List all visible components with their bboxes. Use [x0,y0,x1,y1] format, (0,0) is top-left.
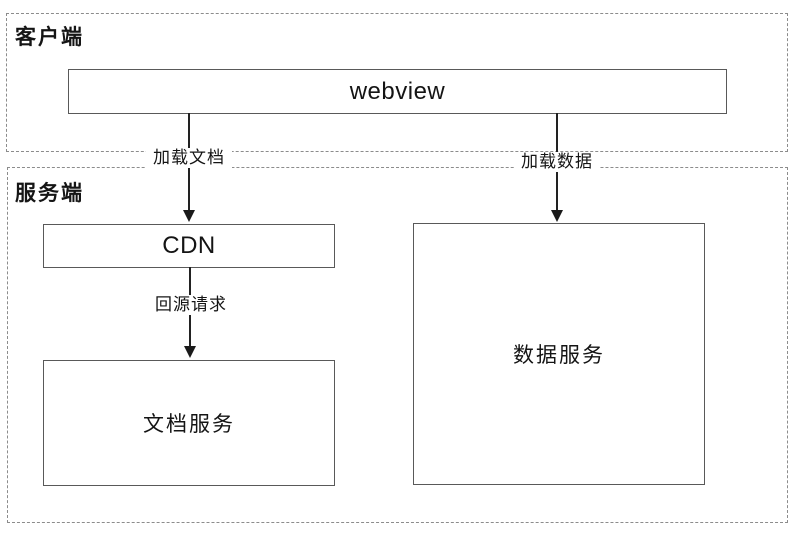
load-doc-arrowhead-icon [183,210,195,222]
server-region-label: 服务端 [15,182,84,205]
cdn-node: CDN [43,224,335,268]
load-data-arrowhead-icon [551,210,563,222]
origin-request-arrowhead-icon [184,346,196,358]
client-region-box [6,13,788,152]
webview-node: webview [68,69,727,114]
client-region-label: 客户端 [15,26,84,49]
load-data-edge-label: 加载数据 [514,152,600,172]
origin-request-edge-label: 回源请求 [148,295,234,315]
data-service-node: 数据服务 [413,223,705,485]
server-region-box [7,167,788,523]
load-doc-edge-label: 加载文档 [146,148,232,168]
doc-service-node: 文档服务 [43,360,335,486]
